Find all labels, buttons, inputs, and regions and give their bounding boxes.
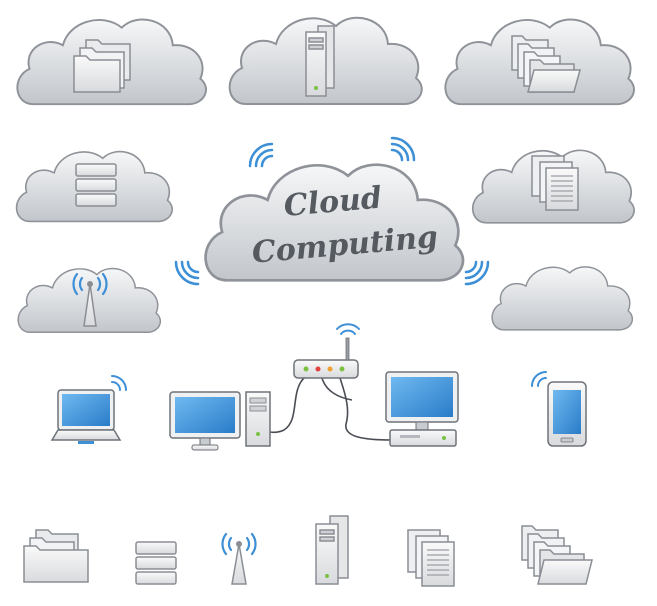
workstation-icon (385, 371, 459, 447)
signal-arcs-top-right (390, 136, 416, 162)
open-folders-icon-small (521, 525, 593, 585)
smartphone-icon (531, 371, 587, 447)
signal-arcs-bottom-right (464, 260, 490, 286)
signal-arcs-top-left (248, 142, 274, 168)
documents-icon-small (407, 529, 455, 587)
antenna-icon (72, 272, 108, 327)
documents-icon (531, 155, 579, 211)
laptop-icon (50, 375, 127, 444)
server-icon-small (315, 515, 349, 585)
desktop-computer-icon (169, 391, 271, 451)
router-icon (293, 323, 360, 379)
server-icon (305, 25, 335, 97)
cloud-lower-right (491, 266, 634, 331)
network-cables (261, 377, 393, 441)
open-folders-icon (511, 35, 581, 93)
folders-icon-small (23, 529, 89, 583)
database-icon (75, 163, 117, 207)
signal-arcs-bottom-left (174, 260, 200, 286)
antenna-icon-small (221, 532, 257, 585)
folders-icon (73, 39, 131, 93)
database-icon-small (135, 541, 177, 585)
title-line-1: Cloud (282, 181, 383, 224)
